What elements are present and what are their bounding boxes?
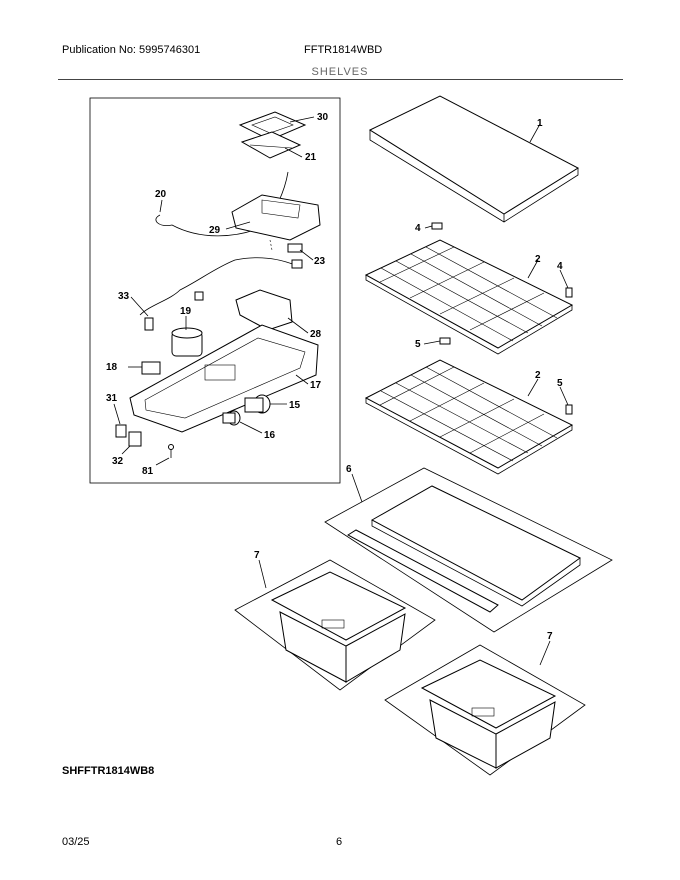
callout-33: 33 <box>118 291 130 302</box>
part-2-wire-shelf-upper <box>364 239 574 355</box>
callout-4-lower: 5 <box>415 339 421 350</box>
part-33-plug <box>291 259 303 269</box>
part-18-switch <box>141 361 161 375</box>
part-15-knob <box>244 394 271 414</box>
footer-date: 03/25 <box>62 836 90 848</box>
callout-7-right: 7 <box>547 631 553 642</box>
part-4-support-lower <box>439 337 451 345</box>
part-17-housing <box>129 324 319 433</box>
callout-15: 15 <box>289 400 301 411</box>
part-6-frame <box>324 467 613 633</box>
callout-19: 19 <box>180 306 192 317</box>
part-81-screw-head <box>168 444 174 450</box>
part-16-sensor <box>222 410 241 426</box>
section-title: SHELVES <box>311 66 369 78</box>
callout-29: 29 <box>209 225 221 236</box>
callout-20: 20 <box>155 189 167 200</box>
part-7-frame-left <box>234 559 436 691</box>
model-number: FFTR1814WBD <box>304 44 383 56</box>
diagram-code: SHFFTR1814WB8 <box>62 765 155 777</box>
callout-16: 16 <box>264 430 276 441</box>
part-21-cover <box>240 131 302 159</box>
part-6-crisper-cover <box>347 485 581 613</box>
leader-lines <box>113 116 569 666</box>
callout-81: 81 <box>142 466 154 477</box>
part-33-terminal <box>144 317 154 331</box>
part-4-support-upper <box>431 222 443 230</box>
callout-6: 6 <box>346 464 352 475</box>
publication-number: Publication No: 5995746301 <box>62 44 201 56</box>
callout-7-left: 7 <box>254 550 260 561</box>
part-30-lens <box>238 111 307 141</box>
callout-31: 31 <box>106 393 118 404</box>
part-31-lamp-socket <box>115 424 127 438</box>
callout-5-lower: 5 <box>557 378 563 389</box>
part-7-crisper-drawer-left <box>270 571 407 683</box>
callout-5-upper: 4 <box>557 261 563 272</box>
assembly-frame <box>89 97 341 484</box>
part-7-crisper-drawer-right <box>420 659 557 769</box>
callout-21: 21 <box>305 152 317 163</box>
callout-23: 23 <box>314 256 326 267</box>
part-23-connector <box>287 243 303 253</box>
callout-2-upper: 2 <box>535 254 541 265</box>
callout-17: 17 <box>310 380 322 391</box>
part-5-support-upper <box>565 287 573 298</box>
part-7-frame-right <box>384 644 586 776</box>
part-33-clip <box>194 291 204 301</box>
callout-32: 32 <box>112 456 124 467</box>
part-1-glass-shelf <box>368 95 580 223</box>
callout-4-upper: 4 <box>415 223 421 234</box>
part-5-support-lower <box>565 404 573 415</box>
callout-2-lower: 2 <box>535 370 541 381</box>
part-32-clip <box>128 431 142 447</box>
part-19-motor <box>171 327 203 357</box>
part-29-housing <box>231 194 321 251</box>
part-2-wire-shelf-lower <box>364 359 574 475</box>
callout-18: 18 <box>106 362 118 373</box>
callout-30: 30 <box>317 112 329 123</box>
callout-28: 28 <box>310 329 322 340</box>
callout-1: 1 <box>537 118 543 129</box>
page-number: 6 <box>336 836 343 848</box>
part-33-harness <box>139 257 296 316</box>
header-divider <box>58 79 623 80</box>
part-28-baffle <box>235 289 293 331</box>
